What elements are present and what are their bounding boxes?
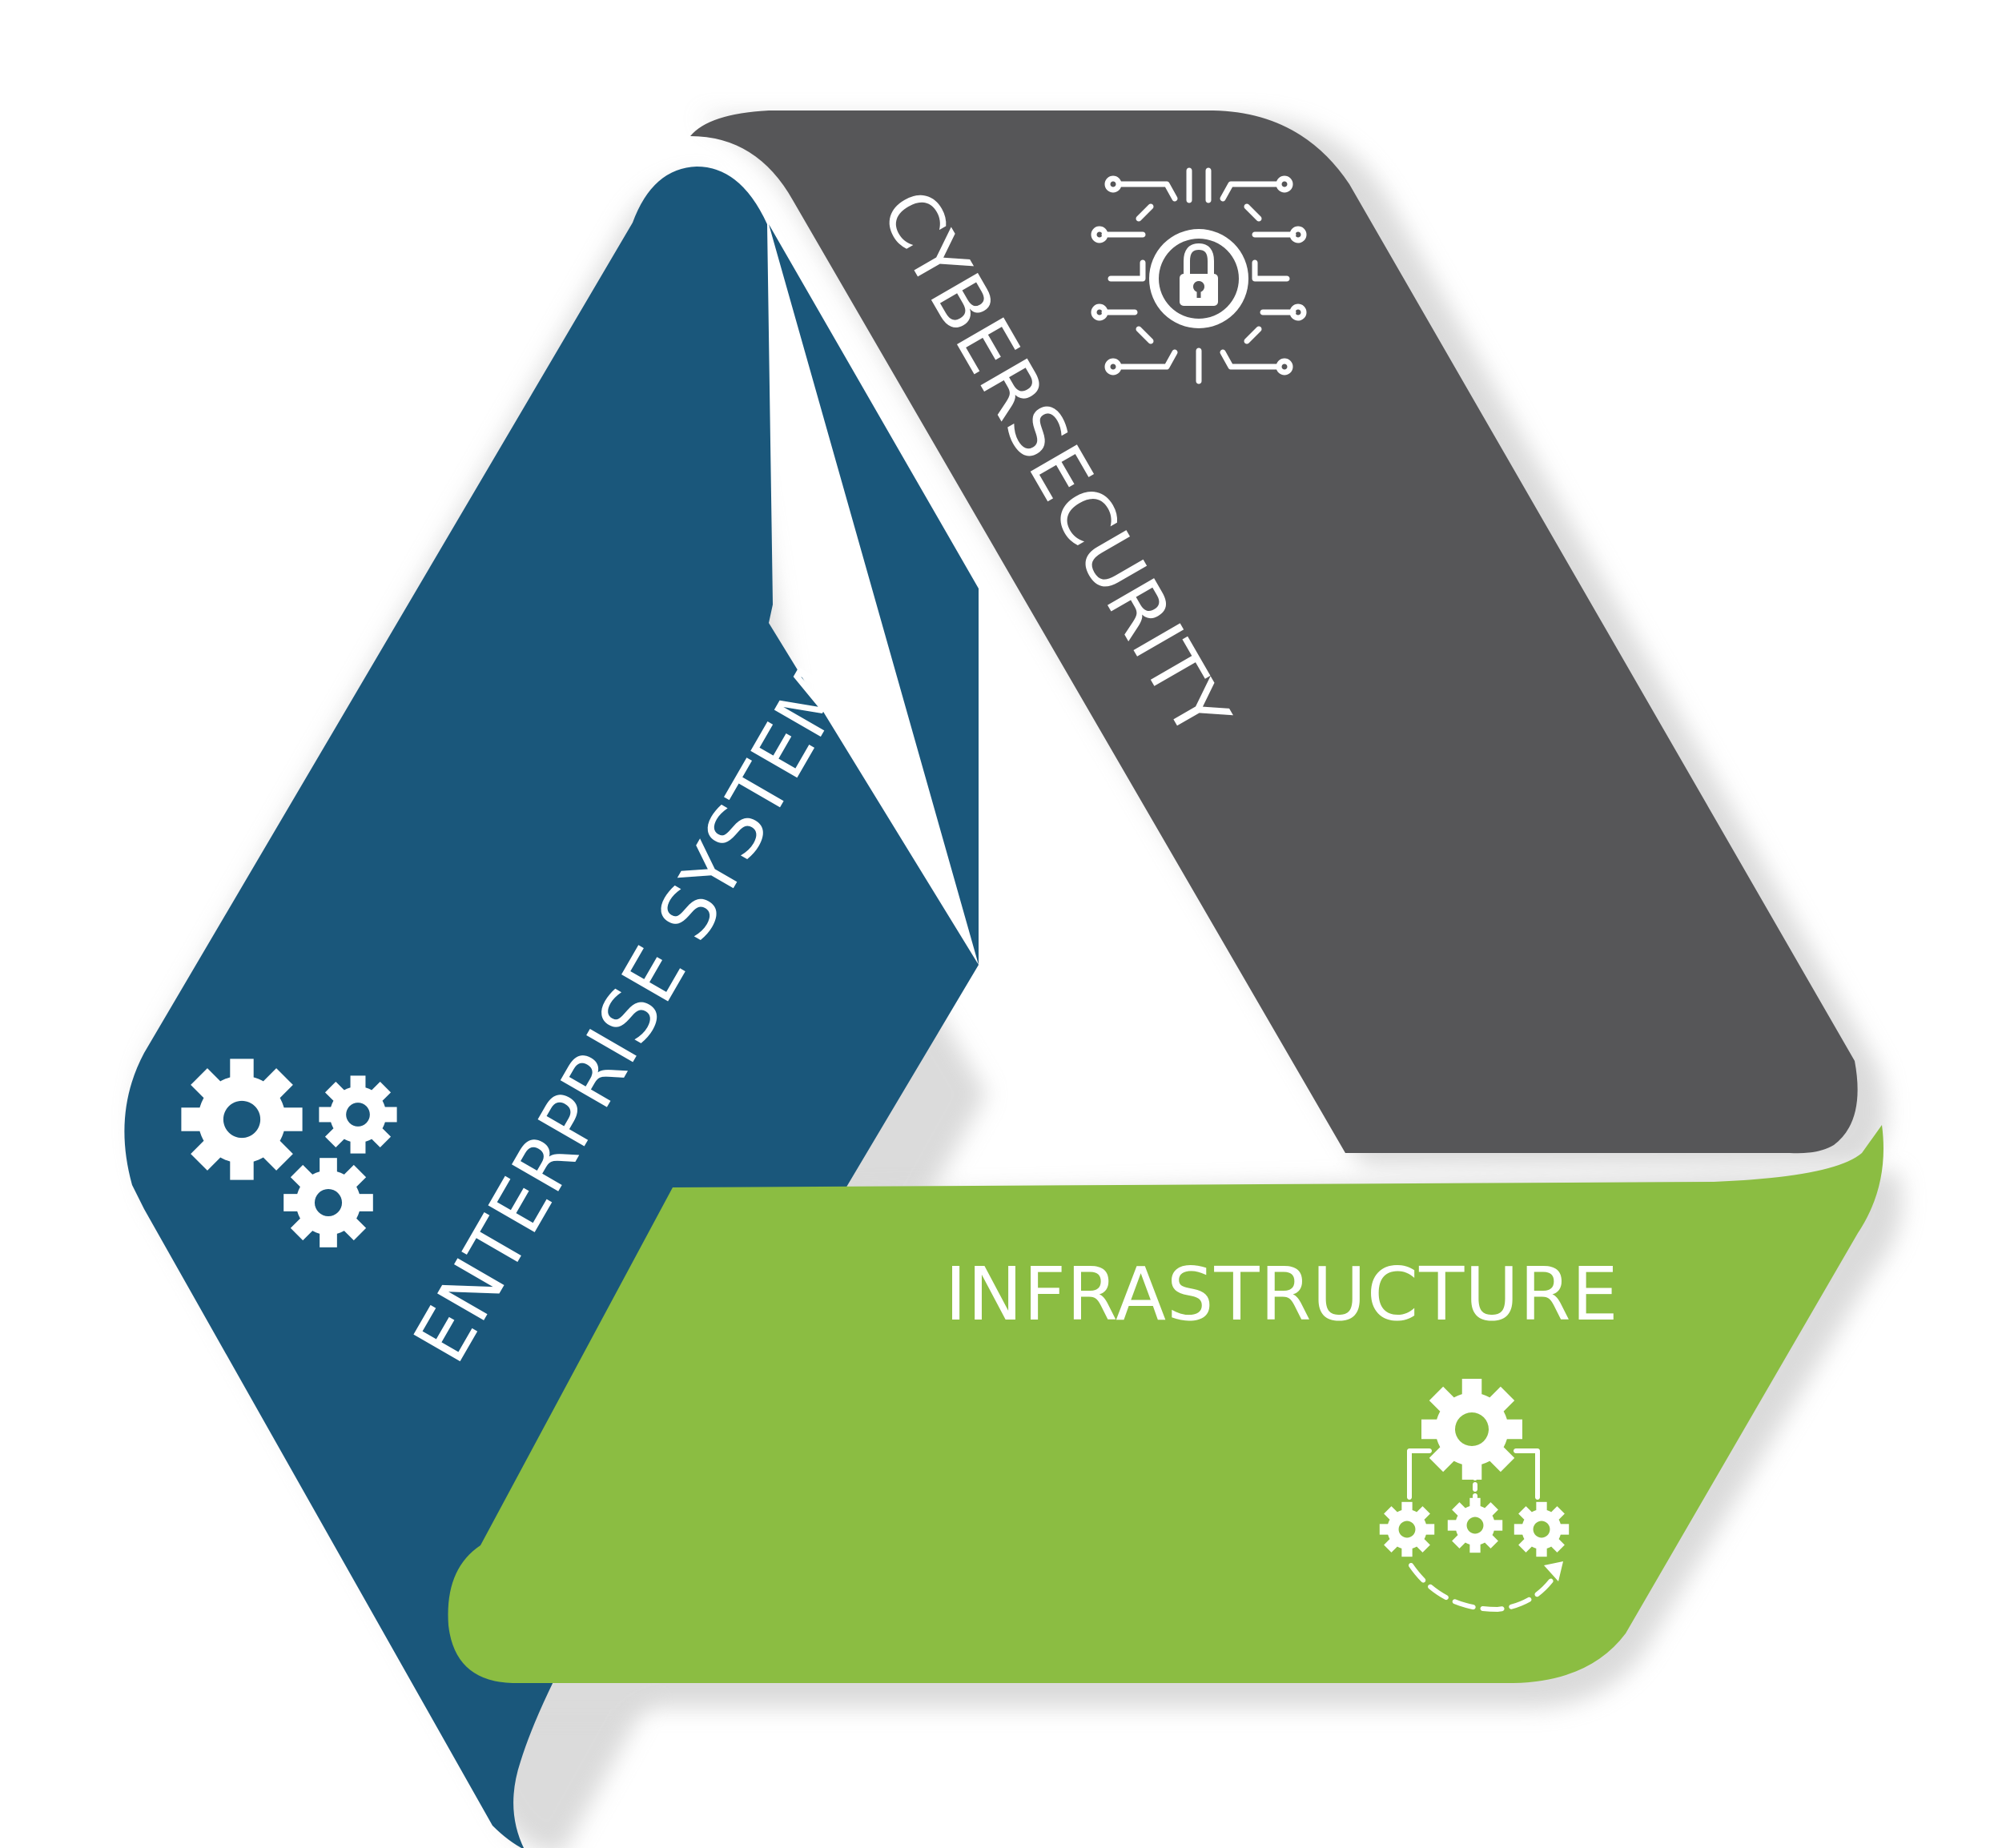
segment-enterprise-systems-shape — [124, 167, 979, 1848]
gear-network-icon — [1379, 1379, 1570, 1612]
circuit-lock-icon — [1091, 167, 1307, 384]
segment-cybersecurity-shape — [690, 110, 1858, 1154]
segment-infrastructure: INFRASTRUCTURE — [448, 1125, 1883, 1683]
infrastructure-label: INFRASTRUCTURE — [945, 1251, 1619, 1337]
gears-icon — [181, 1059, 397, 1247]
